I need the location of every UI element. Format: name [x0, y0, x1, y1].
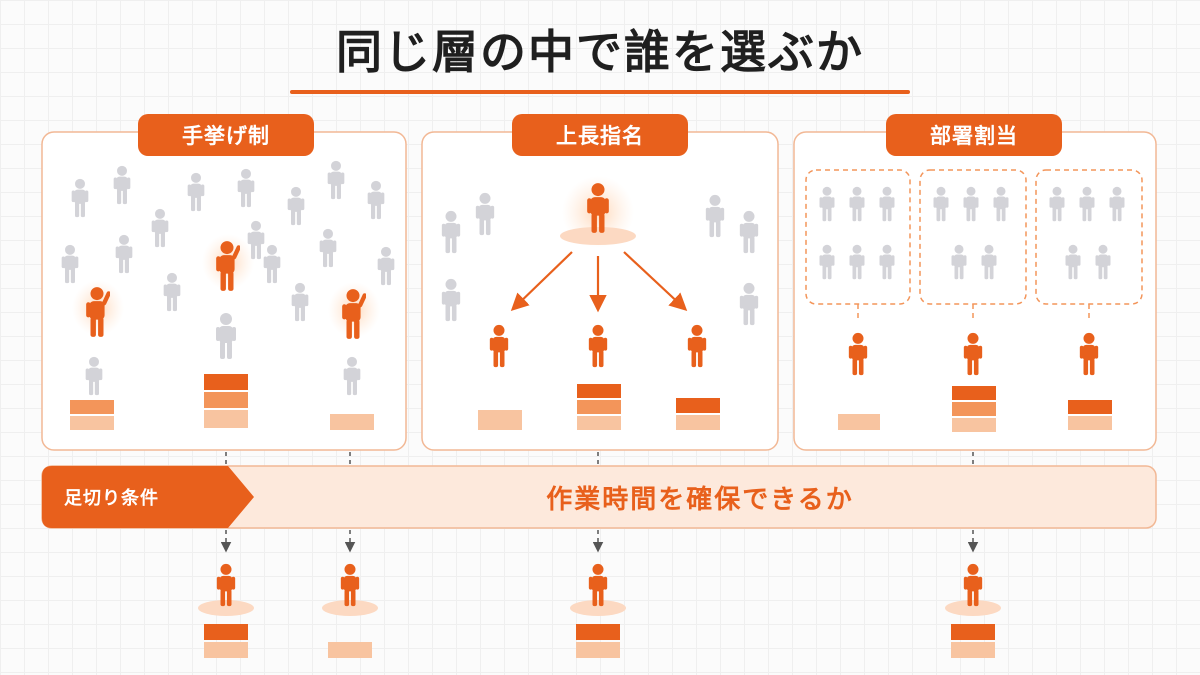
- method-label-manager-nomination: 上長指名: [512, 114, 688, 156]
- manager: [560, 176, 636, 248]
- method-label-department-assignment: 部署割当: [886, 114, 1062, 156]
- filter-band: [41, 465, 1157, 529]
- workload-blocks-manager-nomination: [478, 384, 720, 430]
- method-label-hand-raising: 手挙げ制: [138, 114, 314, 156]
- volunteers-raising-hands: [72, 234, 380, 339]
- selected-candidates: [198, 563, 1001, 616]
- workload-blocks-department-assignment: [838, 386, 1112, 432]
- workload-blocks-hand-raising: [70, 374, 374, 430]
- nomination-arrows: [510, 251, 688, 313]
- page-title: 同じ層の中で誰を選ぶか: [336, 25, 864, 79]
- filter-condition: 作業時間を確保できるか: [546, 484, 854, 515]
- filter-connectors: [220, 452, 979, 553]
- title-underline: [290, 90, 910, 94]
- department-groups: [805, 169, 1143, 322]
- selected-workload-blocks: [204, 624, 995, 658]
- filter-label: 足切り条件: [64, 488, 159, 509]
